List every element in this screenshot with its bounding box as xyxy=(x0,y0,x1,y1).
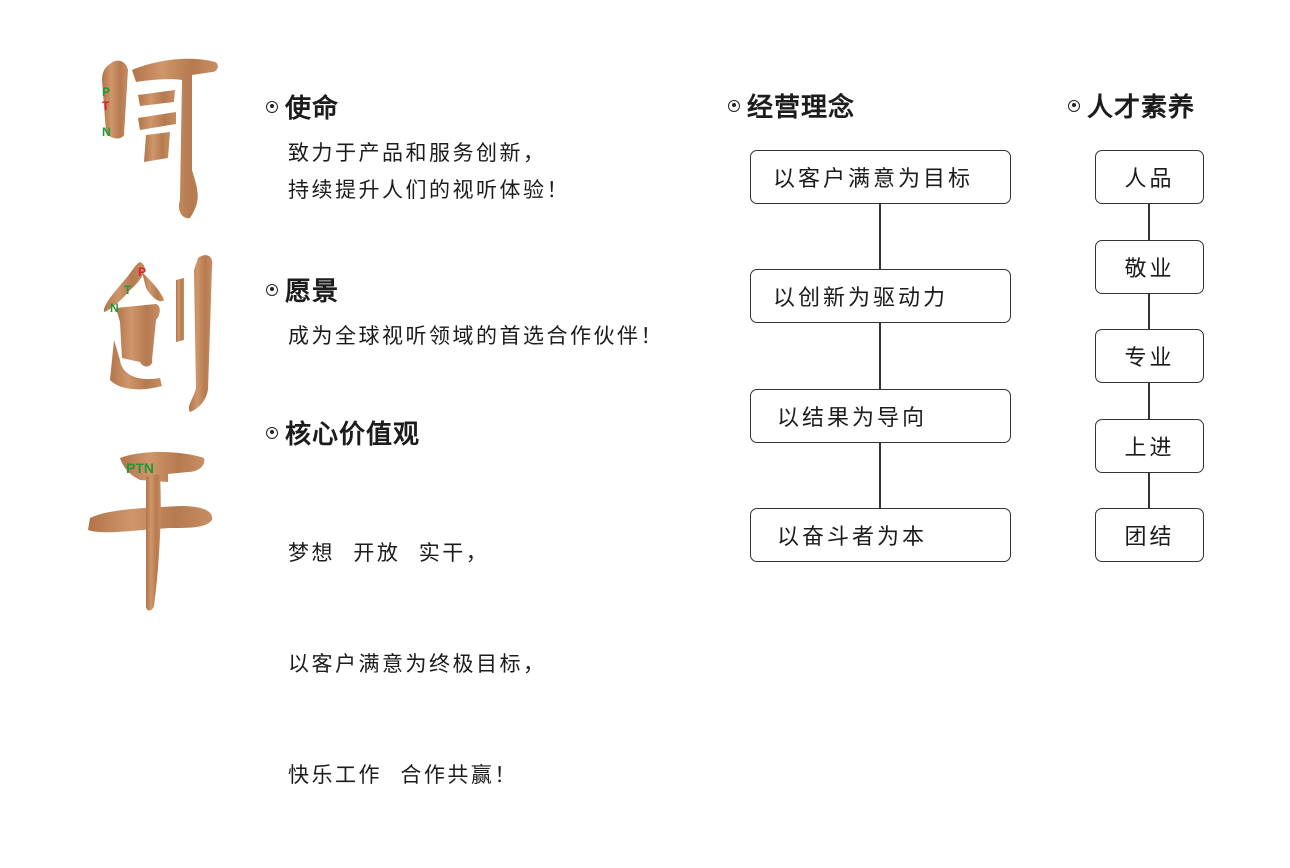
vision-heading: 愿景 xyxy=(266,271,664,308)
talent-item: 团结 xyxy=(1095,508,1204,562)
vision-title: 愿景 xyxy=(285,277,340,307)
philosophy-item-label: 以奋斗者为本 xyxy=(777,525,928,550)
bullet-icon xyxy=(266,426,278,439)
talent-item: 敬业 xyxy=(1095,240,1204,294)
talent-item-label: 团结 xyxy=(1124,525,1175,550)
vision-line: 成为全球视听领域的首选合作伙伴！ xyxy=(288,324,664,348)
philosophy-item-label: 以创新为驱动力 xyxy=(773,286,949,311)
philosophy-item: 以奋斗者为本 xyxy=(750,508,1011,562)
philosophy-item: 以创新为驱动力 xyxy=(750,269,1011,323)
svg-text:N: N xyxy=(102,125,111,139)
values-text: 梦想 开放 实干， 以客户满意为终极目标， 快乐工作 合作共赢！ xyxy=(288,461,547,868)
philosophy-connector xyxy=(879,203,881,509)
svg-text:T: T xyxy=(102,99,110,113)
mission-section: 使命 致力于产品和服务创新， 持续提升人们的视听体验！ xyxy=(266,88,570,209)
svg-text:P: P xyxy=(138,265,146,279)
mission-heading: 使命 xyxy=(266,88,570,125)
mission-text: 致力于产品和服务创新， 持续提升人们的视听体验！ xyxy=(288,135,570,209)
svg-text:T: T xyxy=(124,283,132,297)
philosophy-item: 以客户满意为目标 xyxy=(750,150,1011,204)
philosophy-item: 以结果为导向 xyxy=(750,389,1011,443)
bullet-icon xyxy=(266,283,278,296)
philosophy-title: 经营理念 xyxy=(747,93,856,123)
mission-title: 使命 xyxy=(285,94,340,124)
philosophy-item-label: 以结果为导向 xyxy=(777,406,928,431)
talent-item-label: 专业 xyxy=(1124,346,1175,371)
bullet-icon xyxy=(266,100,278,113)
svg-text:P: P xyxy=(102,85,110,99)
talent-item-label: 人品 xyxy=(1124,167,1175,192)
talent-item: 专业 xyxy=(1095,329,1204,383)
calligraphy-logo: P T N P T N PTN xyxy=(88,58,218,611)
values-line: 以客户满意为终极目标， xyxy=(288,652,547,676)
talent-title: 人才素养 xyxy=(1087,93,1196,123)
calligraphy-char-gan xyxy=(88,452,213,611)
bullet-icon xyxy=(1068,99,1080,112)
values-section: 核心价值观 梦想 开放 实干， 以客户满意为终极目标， 快乐工作 合作共赢！ xyxy=(266,414,547,868)
talent-heading: 人才素养 xyxy=(1068,87,1195,124)
vision-text: 成为全球视听领域的首选合作伙伴！ xyxy=(288,318,664,355)
talent-item-label: 敬业 xyxy=(1124,257,1175,282)
values-line: 快乐工作 合作共赢！ xyxy=(288,763,518,787)
values-line: 梦想 开放 实干， xyxy=(288,541,490,565)
talent-item: 上进 xyxy=(1095,419,1204,473)
mission-line: 持续提升人们的视听体验！ xyxy=(288,178,570,202)
philosophy-heading: 经营理念 xyxy=(728,87,855,124)
values-title: 核心价值观 xyxy=(285,420,421,450)
talent-item: 人品 xyxy=(1095,150,1204,204)
logo-ptn: PTN xyxy=(126,460,154,476)
svg-text:N: N xyxy=(110,301,119,315)
vision-section: 愿景 成为全球视听领域的首选合作伙伴！ xyxy=(266,271,664,355)
calligraphy-char-chuang2 xyxy=(103,255,213,412)
mission-line: 致力于产品和服务创新， xyxy=(288,141,547,165)
values-heading: 核心价值观 xyxy=(266,414,547,451)
philosophy-item-label: 以客户满意为目标 xyxy=(773,167,974,192)
bullet-icon xyxy=(728,99,740,112)
calligraphy-char-chuang xyxy=(102,58,218,219)
talent-item-label: 上进 xyxy=(1124,436,1175,461)
